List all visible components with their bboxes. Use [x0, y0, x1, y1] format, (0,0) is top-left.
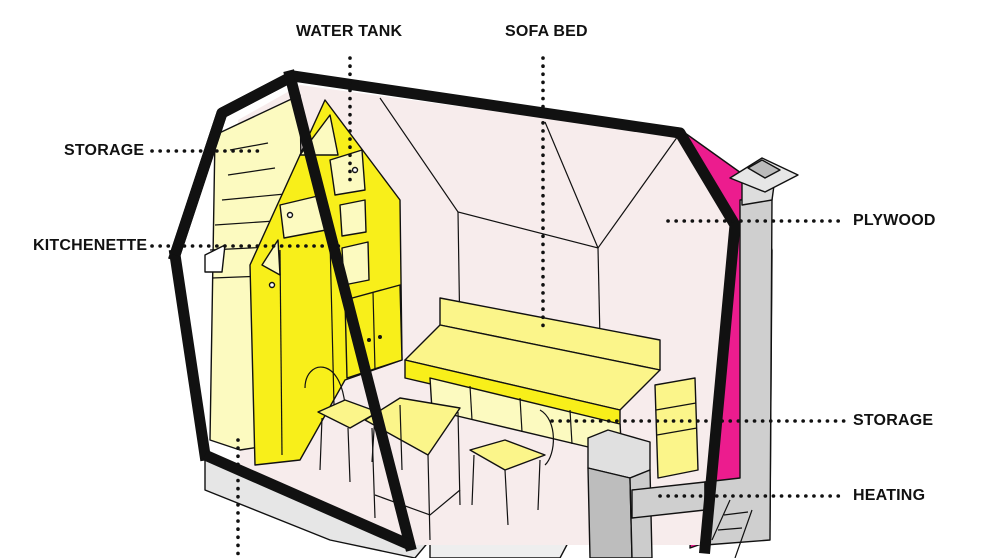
label-storage-left: STORAGE [64, 142, 145, 159]
label-water-tank: WATER TANK [296, 23, 403, 40]
chimney-flue [631, 157, 799, 546]
label-heating: HEATING [853, 487, 926, 504]
interior-edges [379, 97, 679, 341]
label-storage-right: STORAGE [853, 412, 934, 429]
label-plywood: PLYWOOD [853, 212, 936, 229]
right-storage-shelf [654, 377, 699, 479]
chair-right [469, 409, 554, 526]
cabin-shell-outline-floor [202, 449, 413, 551]
table [364, 397, 461, 541]
label-kitchenette: KITCHENETTE [33, 237, 148, 254]
leader-lines [150, 56, 846, 558]
sofa-bed [404, 297, 661, 456]
label-sofa-bed: SOFA BED [505, 23, 588, 40]
ladder [711, 499, 753, 558]
cabin-shell-outline-left [169, 71, 296, 257]
